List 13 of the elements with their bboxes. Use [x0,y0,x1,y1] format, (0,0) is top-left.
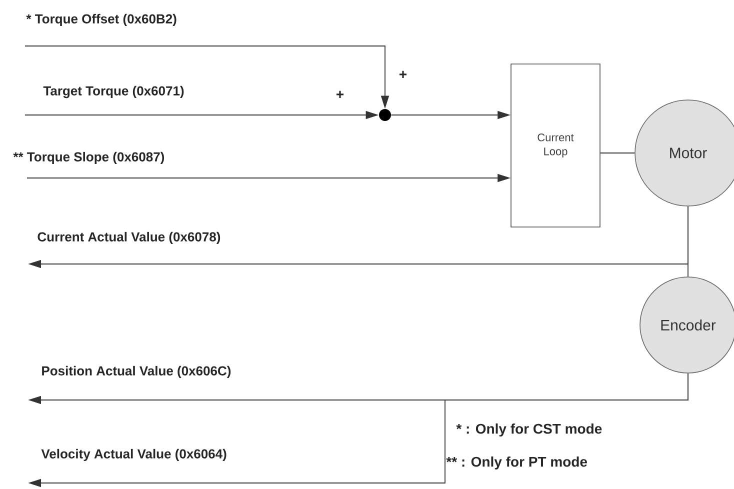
summing-junction [379,109,391,121]
signal-label: * Torque Offset (0x60B2) [26,14,176,26]
signal-label: Velocity Actual Value (0x6064) [41,448,226,462]
sign-label: + [336,90,344,98]
process-box: Current Loop [510,64,600,228]
footnote: ** : Only for PT mode [446,456,588,470]
signal-label: Current Actual Value (0x6078) [38,232,220,244]
footnote: * : Only for CST mode [456,423,602,436]
signal-label: ** Torque Slope (0x6087) [13,152,164,164]
sign-label: + [400,70,407,78]
signal-label: Target Torque (0x6071) [43,86,184,98]
connector-line [600,152,636,154]
signal-label: Position Actual Value (0x606C) [42,366,231,378]
